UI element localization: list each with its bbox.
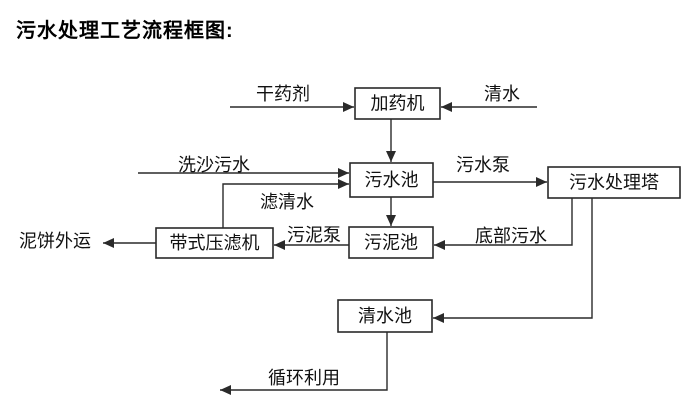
node-label-dosing-machine: 加药机 (371, 94, 425, 114)
label-bottom-sewage: 底部污水 (475, 226, 547, 246)
node-label-sewage-treatment-tower: 污水处理塔 (569, 173, 659, 193)
node-box-clean-water-pool (337, 299, 433, 333)
node-box-belt-filter-press (155, 227, 274, 259)
node-box-sewage-pool (349, 162, 434, 198)
label-mud-cake-out: 泥饼外运 (19, 231, 91, 251)
node-clean-water-pool: 清水池 (337, 299, 433, 333)
node-sewage-pool: 污水池 (349, 162, 434, 198)
label-filtered-water: 滤清水 (260, 192, 314, 212)
node-box-sewage-treatment-tower (547, 166, 681, 199)
node-sludge-pool: 污泥池 (348, 226, 434, 259)
label-sewage-pump: 污水泵 (456, 155, 510, 175)
label-sand-washing-sewage: 洗沙污水 (178, 155, 250, 175)
label-clean-water: 清水 (484, 84, 520, 104)
node-label-sewage-pool: 污水池 (365, 170, 419, 190)
edge-recycle-line (220, 332, 388, 395)
node-box-sludge-pool (348, 226, 434, 259)
edges-layer (103, 102, 593, 395)
edge-tower-to-clean-pool (433, 198, 593, 323)
node-label-belt-filter-press: 带式压滤机 (170, 233, 260, 253)
node-dosing-machine: 加药机 (354, 87, 441, 120)
edge-filtered-water-return (222, 179, 349, 228)
node-belt-filter-press: 带式压滤机 (155, 227, 274, 259)
label-dry-chemical: 干药剂 (256, 84, 310, 104)
page-title: 污水处理工艺流程框图: (16, 20, 234, 42)
node-label-clean-water-pool: 清水池 (358, 306, 412, 326)
label-sludge-pump: 污泥泵 (287, 225, 341, 245)
node-label-sludge-pool: 污泥池 (364, 233, 418, 253)
edge-bottom-sewage-line (434, 198, 573, 250)
node-box-dosing-machine (354, 87, 441, 120)
node-sewage-treatment-tower: 污水处理塔 (547, 166, 681, 199)
label-recycle-use: 循环利用 (268, 368, 340, 388)
